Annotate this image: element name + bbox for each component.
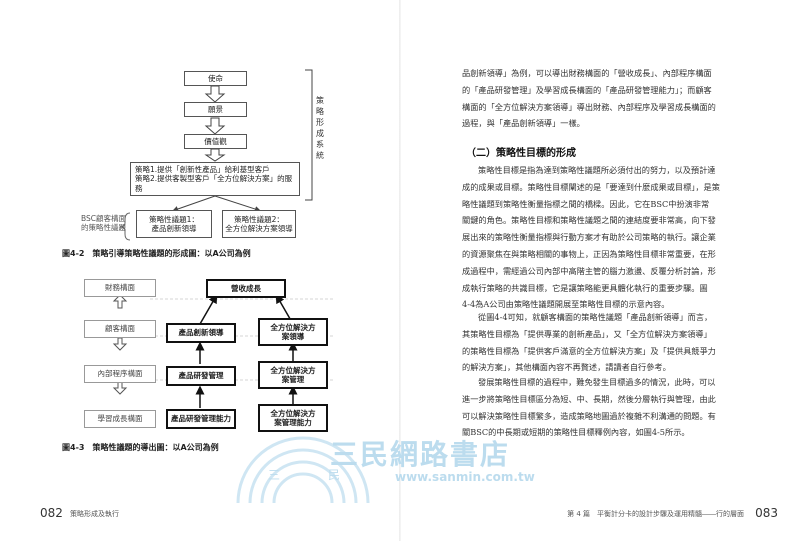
vision-box: 願景: [184, 102, 247, 117]
bsc-label-line-2: 的策略性議題: [81, 223, 126, 233]
financial-perspective-label: 財務構面: [105, 283, 135, 293]
internal-process-perspective-label: 內部程序構面: [97, 369, 143, 379]
right-page-number: 083: [755, 506, 778, 520]
intro-line-3: 構面的「全方位解決方案領導」導出財務、內部程序及學習成長構面的: [462, 101, 716, 112]
figure-4-2-connectors: [119, 69, 313, 241]
p2-line-2: 其策略性目標為「提供專業的創新產品」，又「全方位解決方案領導」: [462, 328, 712, 339]
p1-line-8: 成執行策略的共識目標，它是讓策略能更具體化執行的重要步驟。圖: [462, 282, 708, 293]
product-rd-capability-box: 產品研發管理能力: [166, 409, 236, 429]
p2-line-1: 從圖4-4可知，就顧客構面的策略性議題「產品創新領導」而言，: [478, 312, 713, 322]
p1-line-3: 略性議題到策略性衡量指標之間的橋樑。因此，它在BSC中扮演非常: [462, 198, 710, 209]
watermark-url: www.sanmin.com.tw: [395, 470, 535, 484]
figure-4-2-caption: 圖4-2 策略引導策略性議題的形成圖：以A公司為例: [62, 249, 251, 258]
learning-growth-perspective-box: 學習成長構面: [84, 410, 156, 428]
intro-line-1: 品創新領導」為例，可以導出財務構面的「營收成長」、內部程序構面: [462, 68, 712, 78]
right-page: 品創新領導」為例，可以導出財務構面的「營收成長」、內部程序構面 的「產品研發管理…: [400, 0, 800, 541]
left-page: 使命 願景 價值觀 策略形成系統 策略1.提供「創新性產品」給利基型客戶 策略2…: [40, 69, 335, 520]
p3-line-3: 可以解決策略性目標繁多，造成策略地圖過於複雜不利溝通的問題。有: [462, 410, 716, 421]
strategy-1-text: 策略1.提供「創新性產品」給利基型客戶: [135, 164, 270, 174]
p1-line-9: 4-4為A公司由策略性議題開展至策略性目標的示意內容。: [462, 299, 670, 310]
strategy-box: 策略1.提供「創新性產品」給利基型客戶 策略2.提供客製型客戶「全方位解決方案」…: [130, 162, 300, 196]
total-solution-capability-box: 全方位解決方案管理能力: [258, 404, 328, 432]
customer-perspective-label: 顧客構面: [105, 324, 135, 334]
intro-line-4: 過程，與「產品創新領導」一樣。: [462, 118, 585, 129]
paragraph-2: 從圖4-4可知，就顧客構面的策略性議題「產品創新領導」而言， 其策略性目標為「提…: [462, 309, 762, 376]
section-heading: （二）策略性目標的形成: [466, 148, 576, 159]
strategic-issue-1-box: 策略性議題1： 產品創新領導: [136, 210, 212, 238]
p3-line-4: 關BSC的中長期或短期的策略性目標釋例內容，如圖4-5所示。: [462, 427, 690, 438]
total-solution-leadership-label: 全方位解決方案領導: [270, 322, 316, 341]
intro-line-2: 的「產品研發管理」及學習成長構面的「產品研發管理能力」；而顧客: [462, 84, 712, 95]
watermark-arc-char-2: 民: [328, 468, 340, 482]
p2-line-3: 的策略性目標為「提供客戶滿意的全方位解決方案」及「提供具競爭力: [462, 345, 716, 356]
left-page-number: 082: [40, 506, 63, 520]
bsc-label-line-1: BSC顧客構面: [80, 214, 126, 223]
right-running-title: 第 4 篇 平衡計分卡的設計步驟及運用精髓――行的層面: [567, 510, 744, 518]
p3-line-2: 進一步將策略性目標區分為短、中、長期，然後分層執行與管理，由此: [462, 393, 716, 404]
p1-line-4: 關鍵的角色。策略性目標和策略性議題之間的連結度要非常高，向下發: [462, 215, 716, 226]
issue-1-name: 產品創新領導: [151, 224, 197, 233]
product-rd-capability-label: 產品研發管理能力: [171, 414, 231, 424]
paragraph-1: 策略性目標是指為達到策略性議題所必須付出的努力，以及預計達 成的成果或目標。策略…: [462, 162, 762, 313]
figure-4-3-connectors: [112, 294, 335, 408]
p1-line-7: 成過程中，需經過公司內部中高階主管的腦力激盪、反覆分析討論，形: [462, 265, 716, 276]
watermark-arc-char-1: 三: [268, 468, 280, 482]
p1-line-1: 策略性目標是指為達到策略性議題所必須付出的努力，以及預計達: [478, 165, 716, 175]
strategy-formation-system-label: 策略形成系統: [316, 96, 324, 160]
revenue-growth-box: 營收成長: [206, 279, 286, 298]
issue-1-title: 策略性議題1：: [149, 214, 199, 224]
p1-line-5: 展出來的策略性衡量指標與行動方案才有助於公司策略的執行。讓企業: [462, 232, 716, 243]
watermark-brand: 三民網路書店: [330, 438, 511, 471]
values-box: 價值觀: [184, 134, 247, 149]
total-solution-leadership-box: 全方位解決方案領導: [258, 318, 328, 346]
p3-line-1: 發展策略性目標的過程中，難免發生目標過多的情況，此時，可以: [478, 377, 716, 387]
financial-perspective-box: 財務構面: [84, 279, 156, 297]
strategic-issue-2-box: 策略性議題2： 全方位解決方案領導: [222, 210, 296, 238]
total-solution-management-box: 全方位解決方案管理: [258, 361, 328, 389]
product-innovation-leadership-box: 產品創新領導: [166, 323, 236, 343]
total-solution-management-label: 全方位解決方案管理: [270, 365, 316, 384]
paragraph-3: 發展策略性目標的過程中，難免發生目標過多的情況，此時，可以 進一步將策略性目標區…: [462, 374, 762, 441]
mission-box: 使命: [184, 71, 247, 86]
bsc-customer-label: BSC顧客構面 的策略性議題: [76, 214, 126, 233]
total-solution-capability-label: 全方位解決方案管理能力: [270, 408, 316, 427]
issue-2-title: 策略性議題2：: [234, 214, 284, 224]
strategy-2-text: 策略2.提供客製型客戶「全方位解決方案」的服務: [135, 174, 293, 193]
page-gutter: [399, 0, 401, 541]
learning-growth-perspective-label: 學習成長構面: [97, 414, 143, 424]
values-label: 價值觀: [204, 136, 227, 146]
product-rd-management-box: 產品研發管理: [166, 366, 236, 386]
intro-paragraph: 品創新領導」為例，可以導出財務構面的「營收成長」、內部程序構面 的「產品研發管理…: [462, 65, 762, 132]
issue-2-name: 全方位解決方案領導: [225, 224, 293, 233]
revenue-growth-label: 營收成長: [231, 283, 261, 293]
p2-line-4: 的解決方案」，其他構面內容不再贅述，請讀者自行參考。: [462, 362, 671, 373]
product-rd-management-label: 產品研發管理: [178, 371, 224, 381]
vision-label: 願景: [208, 104, 223, 114]
internal-process-perspective-box: 內部程序構面: [84, 365, 156, 383]
p1-line-2: 成的成果或目標。策略性目標闡述的是「要達到什麼成果或目標」，是策: [462, 181, 720, 192]
figure-4-3-caption: 圖4-3 策略性議題的導出圖：以A公司為例: [62, 443, 219, 452]
p1-line-6: 的資源聚焦在與策略相關的事物上，正因為策略性目標非常重要，在形: [462, 248, 716, 259]
product-innovation-leadership-label: 產品創新領導: [178, 328, 224, 338]
left-running-title: 策略形成及執行: [70, 510, 119, 518]
watermark-logo: 三 民: [236, 436, 370, 504]
mission-label: 使命: [208, 73, 223, 83]
customer-perspective-box: 顧客構面: [84, 320, 156, 338]
